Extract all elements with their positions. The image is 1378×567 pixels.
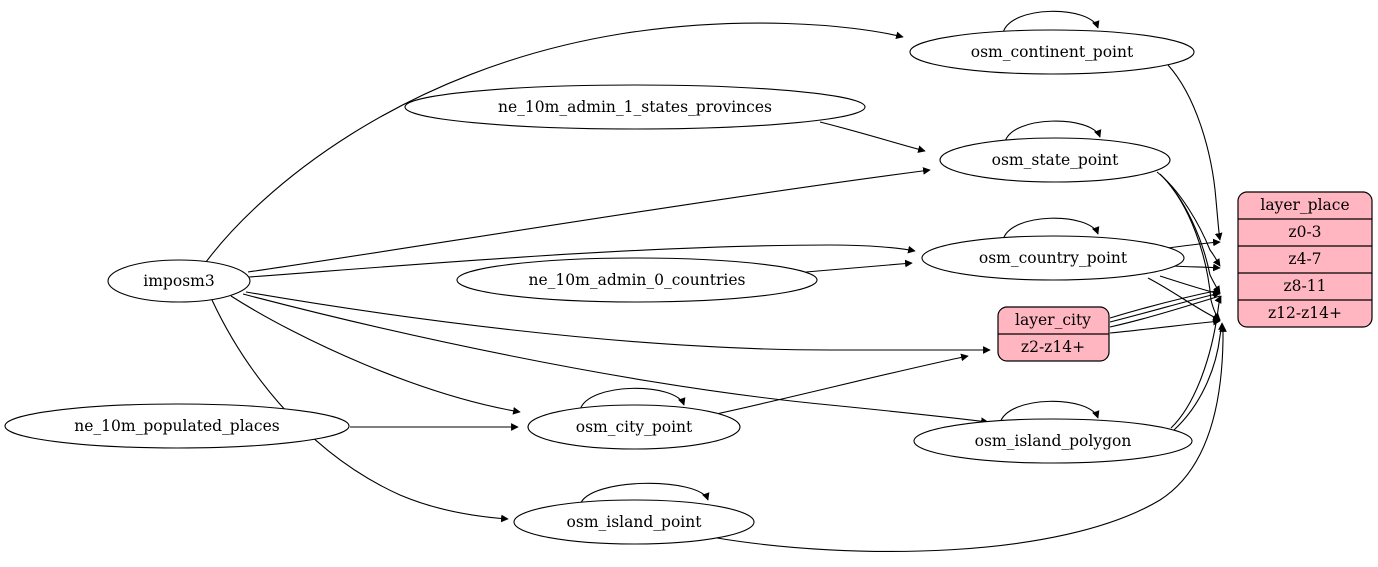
edge-osm_island_polygon-to-layer_place-z8-11 <box>1170 295 1222 429</box>
edge-osm_island_point-to-layer_place-z12-z14 <box>716 324 1227 552</box>
record-row-layer_place-z12-z14[interactable]: z12-z14+ <box>1268 304 1342 322</box>
edge-imposm3-to-osm_state_point <box>247 167 931 273</box>
node-label-osm_state_point: osm_state_point <box>992 151 1120 169</box>
edge-osm_island_point-self-loop <box>579 482 710 506</box>
edge-ne_10m_admin_0_countries-to-osm_country_point <box>805 259 913 273</box>
edge-osm_state_point-to-layer_place-z4-7 <box>1156 171 1221 267</box>
edge-osm_state_point-to-layer_place-z8-11 <box>1159 173 1221 294</box>
node-osm_country_point[interactable]: osm_country_point <box>921 235 1185 281</box>
edge-imposm3-to-osm_continent_point <box>205 22 904 263</box>
edge-osm_island_polygon-self-loop <box>999 400 1100 424</box>
record-title-layer_city: layer_city <box>1015 311 1091 329</box>
edge-osm_country_point-to-layer_place-z12-z14 <box>1147 277 1221 321</box>
node-ne_10m_populated_places[interactable]: ne_10m_populated_places <box>4 403 350 449</box>
node-imposm3[interactable]: imposm3 <box>107 259 251 303</box>
record-title-layer_place: layer_place <box>1260 196 1349 214</box>
edge-imposm3-to-layer_city <box>245 291 991 354</box>
record-node-layer_place[interactable]: layer_place z0-3 z4-7 z8-11 z12-z14+ <box>1237 191 1373 328</box>
node-ne_10m_admin_1_states_provinces[interactable]: ne_10m_admin_1_states_provinces <box>404 84 866 130</box>
node-label-osm_continent_point: osm_continent_point <box>971 43 1134 61</box>
edge-imposm3-to-osm_country_point <box>248 244 916 278</box>
edge-osm_continent_point-self-loop <box>1002 10 1100 34</box>
edge-osm_city_point-to-layer_city <box>715 353 969 415</box>
edge-imposm3-to-osm_island_point <box>211 299 509 523</box>
edge-osm_continent_point-to-layer_place-z0-3 <box>1167 64 1223 241</box>
node-label-osm_city_point: osm_city_point <box>576 418 693 436</box>
edge-osm_state_point-self-loop <box>1004 120 1102 143</box>
node-osm_island_point[interactable]: osm_island_point <box>513 499 755 545</box>
node-label-ne_10m_admin_1_states_provinces: ne_10m_admin_1_states_provinces <box>498 98 772 116</box>
record-row-layer_place-z4-7[interactable]: z4-7 <box>1288 250 1321 268</box>
node-label-osm_island_polygon: osm_island_polygon <box>975 432 1132 450</box>
node-osm_island_polygon[interactable]: osm_island_polygon <box>913 418 1193 464</box>
node-osm_state_point[interactable]: osm_state_point <box>939 137 1171 183</box>
node-layer: imposm3 ne_10m_admin_1_states_provinces … <box>4 29 1195 545</box>
node-label-osm_country_point: osm_country_point <box>979 249 1128 267</box>
record-row-layer_place-z8-11[interactable]: z8-11 <box>1284 277 1327 295</box>
node-ne_10m_admin_0_countries[interactable]: ne_10m_admin_0_countries <box>456 257 818 303</box>
edge-osm_country_point-to-layer_place-z4-7 <box>1172 263 1221 272</box>
edge-layer_city-to-layer_place-z12-z14 <box>1109 317 1221 334</box>
node-osm_city_point[interactable]: osm_city_point <box>527 404 741 450</box>
edge-layer_city-to-layer_place-z8-11 <box>1109 290 1221 323</box>
edge-layer_city-to-layer_place-strand-a <box>1109 289 1221 319</box>
edge-ne_10m_admin_1_states_provinces-to-osm_state_point <box>819 121 926 153</box>
node-label-imposm3: imposm3 <box>143 272 214 290</box>
node-label-ne_10m_populated_places: ne_10m_populated_places <box>74 417 279 435</box>
edge-osm_country_point-self-loop <box>1002 217 1100 241</box>
edge-osm_country_point-to-layer_place-z0-3 <box>1167 238 1221 249</box>
record-row-layer_place-z0-3[interactable]: z0-3 <box>1288 223 1321 241</box>
edge-osm_city_point-self-loop <box>579 387 686 411</box>
edge-imposm3-to-osm_city_point <box>230 295 521 415</box>
node-label-ne_10m_admin_0_countries: ne_10m_admin_0_countries <box>529 271 746 289</box>
node-label-osm_island_point: osm_island_point <box>567 513 703 531</box>
record-layer: layer_place z0-3 z4-7 z8-11 z12-z14+ lay… <box>997 191 1373 362</box>
edge-layer <box>205 10 1227 552</box>
node-osm_continent_point[interactable]: osm_continent_point <box>909 29 1195 75</box>
record-node-layer_city[interactable]: layer_city z2-z14+ <box>997 306 1110 362</box>
edge-imposm3-to-osm_island_polygon <box>242 293 989 425</box>
edge-layer_city-to-layer_place-strand-b <box>1109 295 1221 328</box>
record-row-layer_city-z2-z14[interactable]: z2-z14+ <box>1021 338 1085 356</box>
